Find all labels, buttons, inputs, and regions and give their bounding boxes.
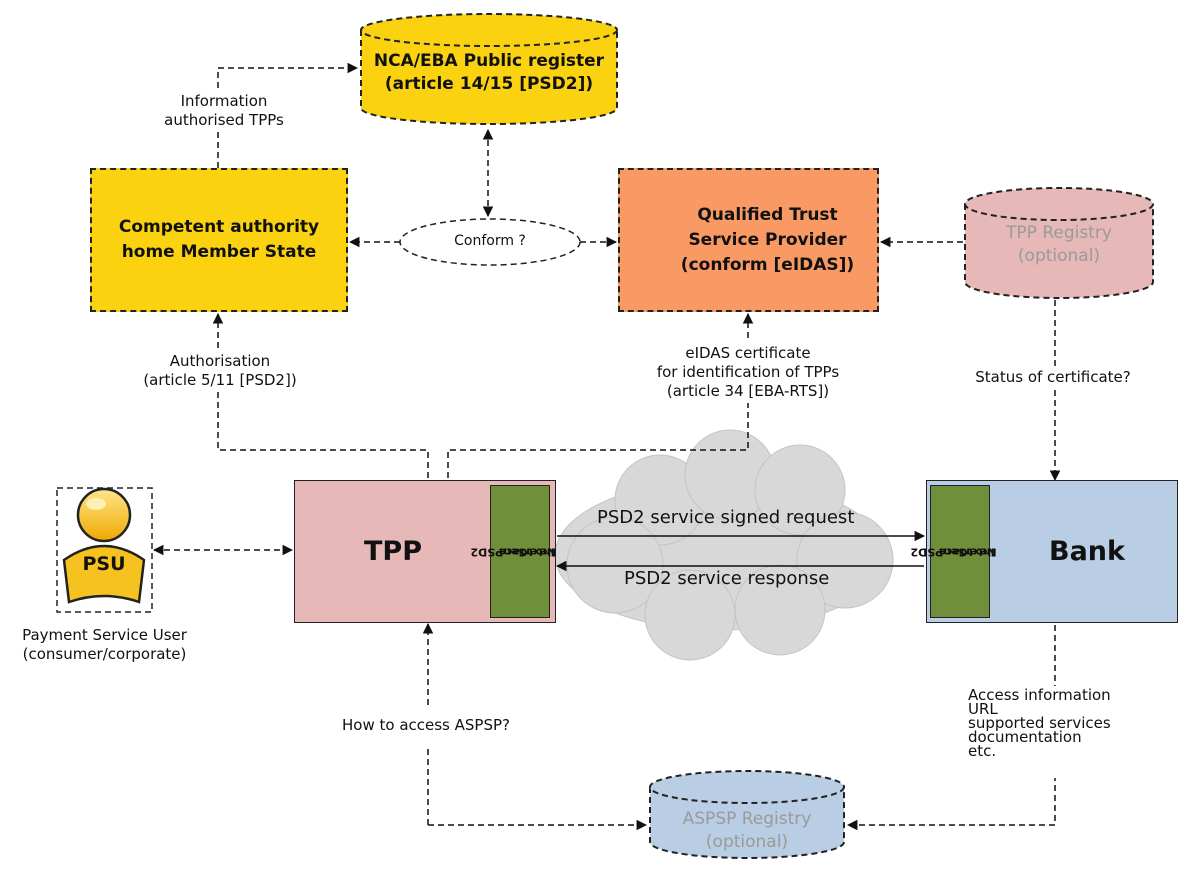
tpp-label: TPP xyxy=(364,536,422,567)
status-of-certificate-label: Status of certificate? xyxy=(960,366,1146,389)
bank-label: Bank xyxy=(1049,536,1125,567)
arrow-authority-to-register xyxy=(217,62,359,168)
aspsp-registry-cylinder xyxy=(649,770,845,859)
arrow-bank-to-aspsp-registry xyxy=(846,625,1056,831)
competent-authority-line2: home Member State xyxy=(121,242,317,262)
authorisation-label: Authorisation (article 5/11 [PSD2]) xyxy=(122,350,318,392)
signed-request-label: PSD2 service signed request xyxy=(597,507,855,528)
arrow-tpp-to-authority xyxy=(212,312,429,478)
how-to-access-label: How to access ASPSP? xyxy=(318,706,534,745)
eidas-certificate-label: eIDAS certificate for identification of … xyxy=(630,342,866,403)
network-cloud xyxy=(554,429,894,661)
psu-caption: Payment Service User (consumer/corporate… xyxy=(22,626,187,663)
public-register-cylinder xyxy=(360,13,618,125)
access-information-label: Access information URL supported service… xyxy=(954,686,1150,778)
public-register-label: NCA/EBA Public register (article 14/15 [… xyxy=(373,51,605,94)
competent-authority-box: Competent authority home Member State xyxy=(90,168,348,312)
aspsp-registry-label: ASPSP Registry (optional) xyxy=(682,809,812,852)
tpp-registry-cylinder xyxy=(964,187,1154,299)
psu-badge: PSU xyxy=(82,553,126,575)
qtsp-line1: Qualified Trust xyxy=(697,204,838,225)
service-response-label: PSD2 service response xyxy=(624,568,830,589)
qtsp-line2: Service Provider xyxy=(688,229,847,250)
competent-authority-line1: Competent authority xyxy=(118,217,320,237)
tpp-registry-label: TPP Registry (optional) xyxy=(1006,223,1112,266)
message-arrows xyxy=(555,530,926,572)
info-authorised-tpps-label: Information authorised TPPs xyxy=(160,90,288,132)
conform-label: Conform ? xyxy=(454,233,526,249)
qtsp-line3: (conform [eIDAS]) xyxy=(680,254,855,275)
psu-avatar xyxy=(56,487,153,613)
qtsp-box: Qualified Trust Service Provider (confor… xyxy=(618,168,879,312)
